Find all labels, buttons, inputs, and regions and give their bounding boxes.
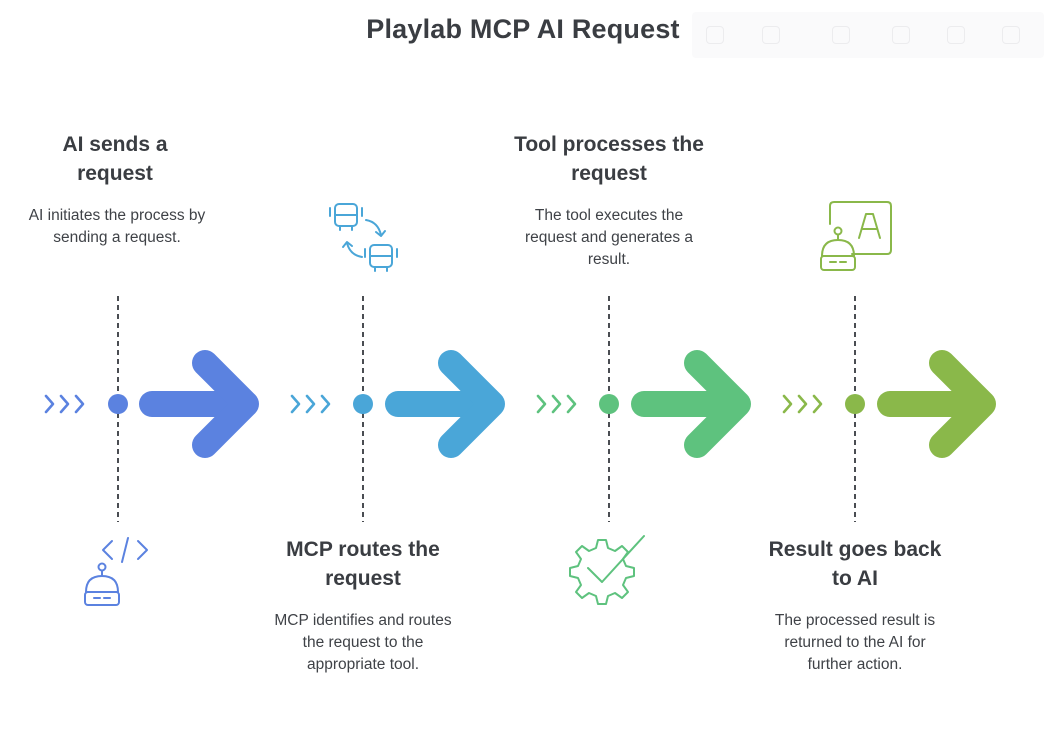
robot-code-icon [84, 537, 148, 606]
step-3-heading: Tool processes the request [514, 133, 704, 185]
chevrons-icon [536, 394, 577, 414]
gear-check-icon [569, 535, 645, 605]
step-4-description: The processed result is returned to the … [774, 612, 936, 673]
step-dot-2 [353, 394, 373, 414]
step-2-description: MCP identifies and routes the request to… [274, 612, 452, 673]
step-1-heading: AI sends a request [62, 133, 168, 185]
step-dot-1 [108, 394, 128, 414]
step-1-description: AI initiates the process by sending a re… [28, 207, 206, 246]
toolbar-icon [706, 26, 724, 44]
flow-arrow-4 [782, 350, 996, 458]
toolbar-icon [947, 26, 965, 44]
step-4-heading: Result goes back to AI [768, 538, 942, 590]
big-arrow-1 [139, 350, 259, 458]
flow-arrow-2 [290, 350, 505, 458]
big-arrow-4 [877, 350, 996, 458]
robot-letter-icon [820, 201, 892, 271]
step-2-heading: MCP routes the request [286, 538, 440, 590]
faded-toolbar [692, 12, 1044, 58]
diagram-title: Playlab MCP AI Request [366, 14, 680, 44]
toolbar-icon [762, 26, 780, 44]
step-dot-3 [599, 394, 619, 414]
toolbar-icon [1002, 26, 1020, 44]
flow-arrow-1 [44, 350, 259, 458]
flow-arrow-3 [536, 350, 751, 458]
chevrons-icon [290, 394, 331, 414]
bus-exchange-icon [329, 203, 398, 272]
step-3-description: The tool executes the request and genera… [524, 207, 694, 268]
big-arrow-2 [385, 350, 505, 458]
toolbar-icon [832, 26, 850, 44]
step-dot-4 [845, 394, 865, 414]
chevrons-icon [782, 394, 823, 414]
big-arrow-3 [631, 350, 751, 458]
chevrons-icon [44, 394, 85, 414]
toolbar-icon [892, 26, 910, 44]
